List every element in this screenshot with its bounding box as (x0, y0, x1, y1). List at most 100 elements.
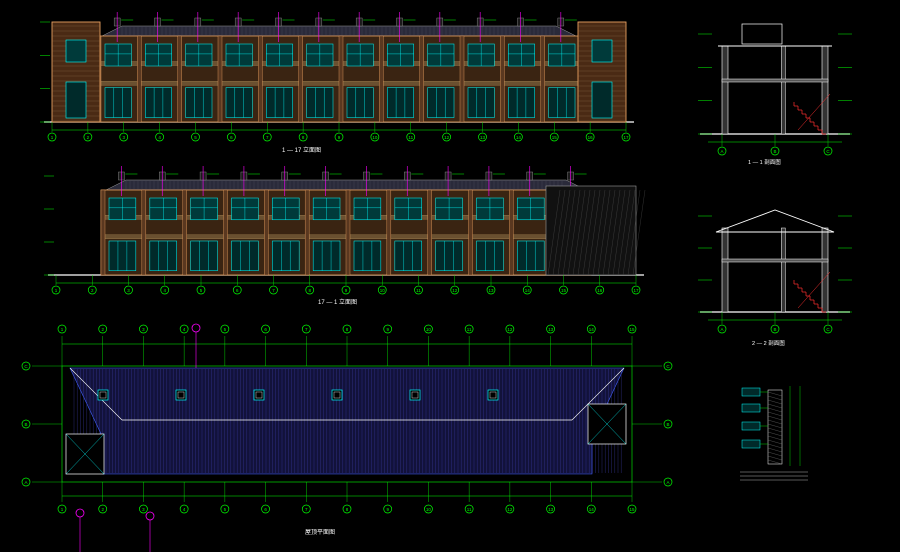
axis-bubble (823, 146, 833, 156)
axis-label: 17 (633, 288, 639, 293)
pilaster (100, 189, 106, 276)
detail-hatch (767, 419, 783, 425)
axis-label: 6 (264, 327, 267, 332)
axis-bubble (232, 285, 242, 295)
axis-label: 9 (386, 327, 389, 332)
floor-slab (721, 78, 829, 83)
detail-hatch (767, 451, 783, 457)
roof-slope (101, 25, 577, 37)
hip-line (69, 367, 123, 421)
wing-hatch (597, 189, 611, 276)
axis-bubble (261, 324, 270, 334)
axis-bubble (586, 324, 596, 334)
axis-label: 4 (163, 288, 166, 293)
axis-bubble (663, 477, 673, 487)
axis-label: 2 (101, 327, 104, 332)
detail-tag (741, 403, 761, 413)
axis-label: 6 (236, 288, 239, 293)
lower-window (467, 87, 495, 118)
wing-hatch (572, 189, 586, 276)
axis-bubble (505, 324, 515, 334)
axis-bubble (663, 419, 673, 429)
axis-bubble (478, 132, 487, 142)
lower-window (149, 240, 177, 271)
skylight-inner (333, 391, 341, 399)
axis-bubble (341, 285, 351, 295)
axis-label: 10 (372, 135, 378, 140)
axis-label: 3 (122, 135, 125, 140)
axis-label: 9 (338, 135, 341, 140)
axis-label: 9 (345, 288, 348, 293)
axis-label: 8 (302, 135, 305, 140)
axis-label: 7 (266, 135, 269, 140)
axis-label: B (24, 422, 27, 427)
axis-label: 12 (507, 327, 513, 332)
axis-label: A (24, 480, 27, 485)
axis-label: 14 (589, 327, 595, 332)
axis-label: 4 (158, 135, 161, 140)
skylight (97, 389, 109, 401)
axis-bubble (261, 504, 270, 514)
axis-bubble (51, 285, 61, 295)
axis-bubble (342, 324, 352, 334)
axis-bubble (301, 504, 311, 514)
axis-label: 15 (629, 327, 635, 332)
axis-label: 8 (346, 327, 349, 332)
axis-label: 9 (386, 507, 389, 512)
axis-label: 1 (61, 327, 64, 332)
axis-label: 8 (308, 288, 311, 293)
lower-window (387, 87, 414, 118)
pilaster (304, 189, 310, 276)
section-marker (75, 508, 85, 518)
axis-bubble (298, 132, 308, 142)
hip-line (571, 367, 625, 421)
detail-hatch (767, 439, 783, 445)
axis-label: C (666, 364, 670, 369)
wall-left (721, 45, 729, 135)
axis-bubble (631, 285, 641, 295)
axis-bubble (627, 504, 637, 514)
wing-hatch (607, 189, 621, 276)
lower-window (312, 240, 341, 271)
wing-hatch (602, 189, 616, 276)
section-marker (191, 323, 201, 333)
skylight (487, 389, 499, 401)
axis-bubble (770, 324, 780, 334)
wing-hatch (632, 189, 646, 276)
lower-window (476, 240, 504, 271)
axis-bubble (549, 132, 559, 142)
detail-hatch (767, 391, 783, 397)
lower-window (231, 240, 259, 271)
axis-label: A (720, 149, 723, 154)
axis-label: 7 (305, 507, 308, 512)
pilaster (177, 35, 182, 123)
axis-bubble (546, 504, 555, 514)
axis-bubble (98, 324, 108, 334)
rear-elevation-title: 17 — 1 立面图 (318, 298, 357, 306)
axis-label: 2 (101, 507, 104, 512)
roof-box (741, 23, 783, 45)
axis-label: 4 (183, 327, 186, 332)
axis-bubble (139, 504, 148, 514)
axis-bubble (57, 504, 67, 514)
axis-label: 14 (589, 507, 595, 512)
lower-window (306, 87, 334, 118)
wing-hatch (592, 189, 606, 276)
axis-bubble (21, 419, 31, 429)
axis-bubble (269, 285, 278, 295)
axis-bubble (717, 146, 727, 156)
axis-label: 10 (426, 327, 432, 332)
axis-label: 14 (525, 288, 531, 293)
axis-bubble (546, 324, 555, 334)
roof-plan: 1122334455667788991010111112121313141415… (21, 323, 673, 552)
axis-label: 11 (408, 135, 413, 140)
axis-label: 14 (516, 135, 522, 140)
skylight-inner (489, 391, 497, 399)
tower-door (591, 81, 613, 119)
axis-bubble (505, 504, 515, 514)
section-1-title: 1 — 1 剖面图 (748, 158, 781, 166)
axis-label: 5 (200, 288, 203, 293)
axis-label: 12 (507, 507, 513, 512)
axis-label: A (720, 327, 723, 332)
